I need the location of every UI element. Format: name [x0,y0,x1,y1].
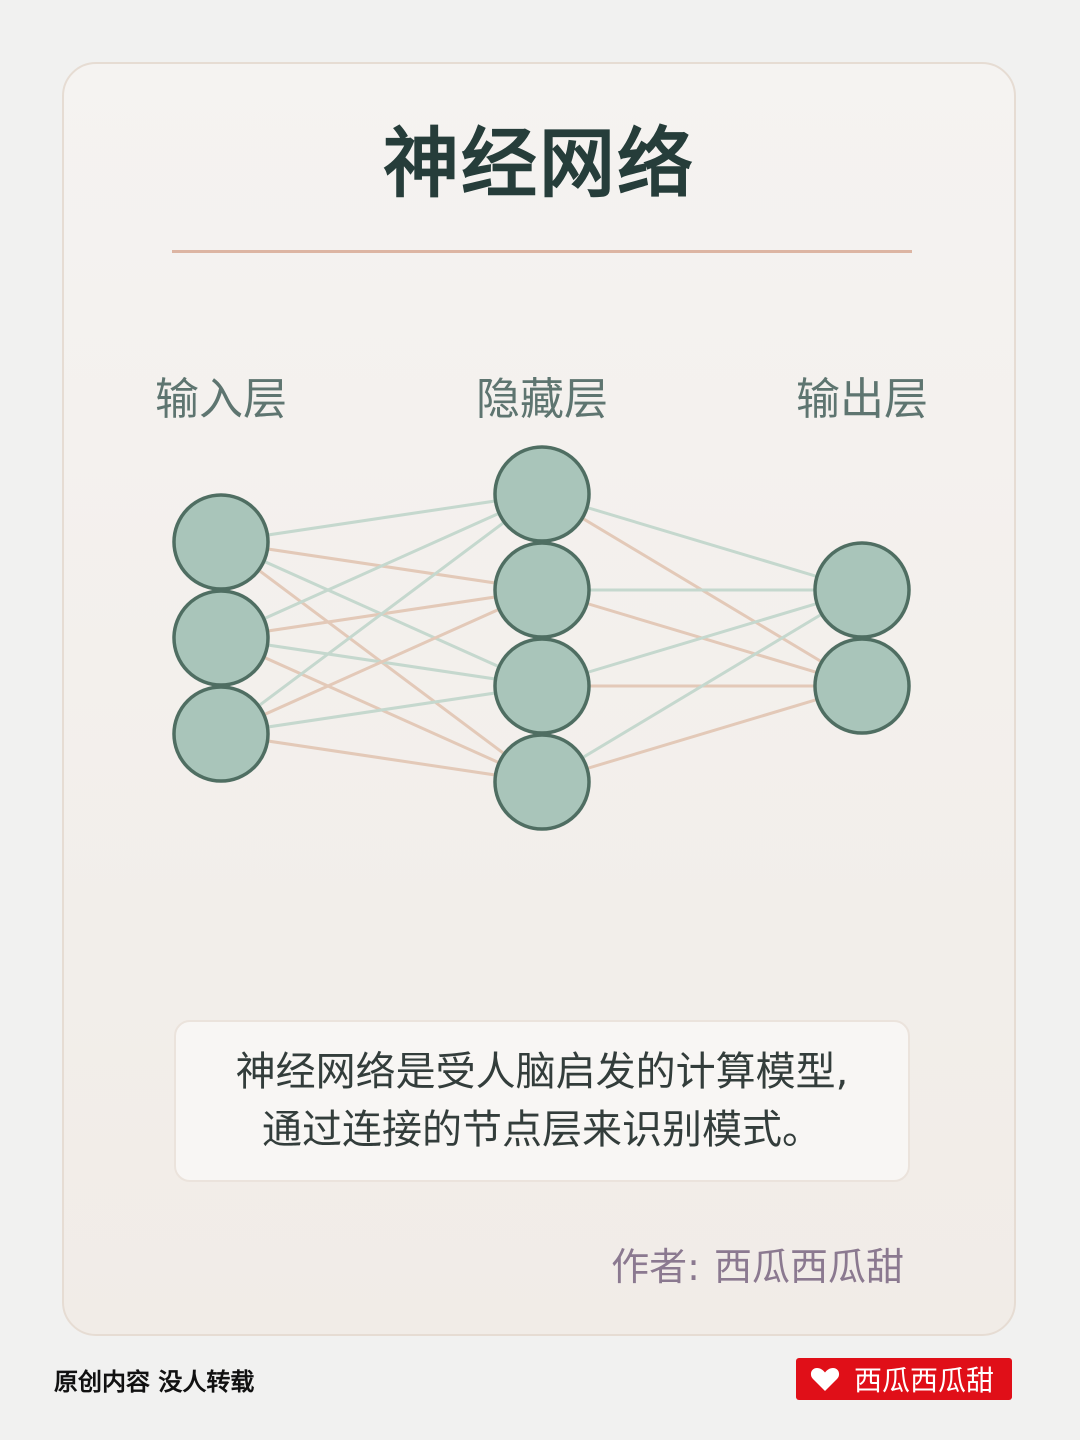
connection-line [220,492,543,736]
layer-label: 输入层 [155,374,287,425]
connection-line [220,684,543,736]
connection-line [220,588,543,736]
author-name: 西瓜西瓜甜 [713,1245,904,1289]
neuron-node [493,733,591,831]
connection-line [220,492,543,640]
neuron-node [493,445,591,543]
layer-label: 输出层 [796,374,928,425]
description-line-2: 通过连接的节点层来识别模式。 [262,1107,822,1153]
connection-line [541,588,863,688]
title-divider [172,250,912,253]
neuron-node [172,685,270,783]
author-label: 作者: [611,1245,700,1289]
neuron-node [172,589,270,687]
description-box: 神经网络是受人脑启发的计算模型, 通过连接的节点层来识别模式。 [174,1020,910,1182]
neuron-node [813,541,911,639]
connection-line [541,588,863,784]
neuron-node [172,493,270,591]
page-title: 神经网络 [383,119,695,208]
connections [220,492,863,784]
connection-line [220,732,543,784]
connection-line [541,492,863,592]
author-badge[interactable]: 西瓜西瓜甜 [796,1358,1012,1400]
neural-network-diagram: 输入层 隐藏层 输出层 [155,374,928,831]
badge-label: 西瓜西瓜甜 [854,1364,995,1397]
neuron-node [813,637,911,735]
card: 神经网络 输入层 隐藏层 输出层 神经网络是受人脑启发的计算模型, 通过连接的节点层… [62,62,1016,1336]
description-line-1: 神经网络是受人脑启发的计算模型, [235,1049,849,1095]
author-credit: 作者: 西瓜西瓜甜 [611,1236,904,1291]
connection-line [220,492,543,544]
heart-icon [810,1366,840,1392]
neuron-node [493,637,591,735]
footer-note: 原创内容 没人转载 [54,1368,255,1396]
layer-labels: 输入层 隐藏层 输出层 [155,374,928,425]
neuron-node [493,541,591,639]
layer-label: 隐藏层 [476,374,608,425]
connection-line [541,684,863,784]
neurons [172,445,911,831]
